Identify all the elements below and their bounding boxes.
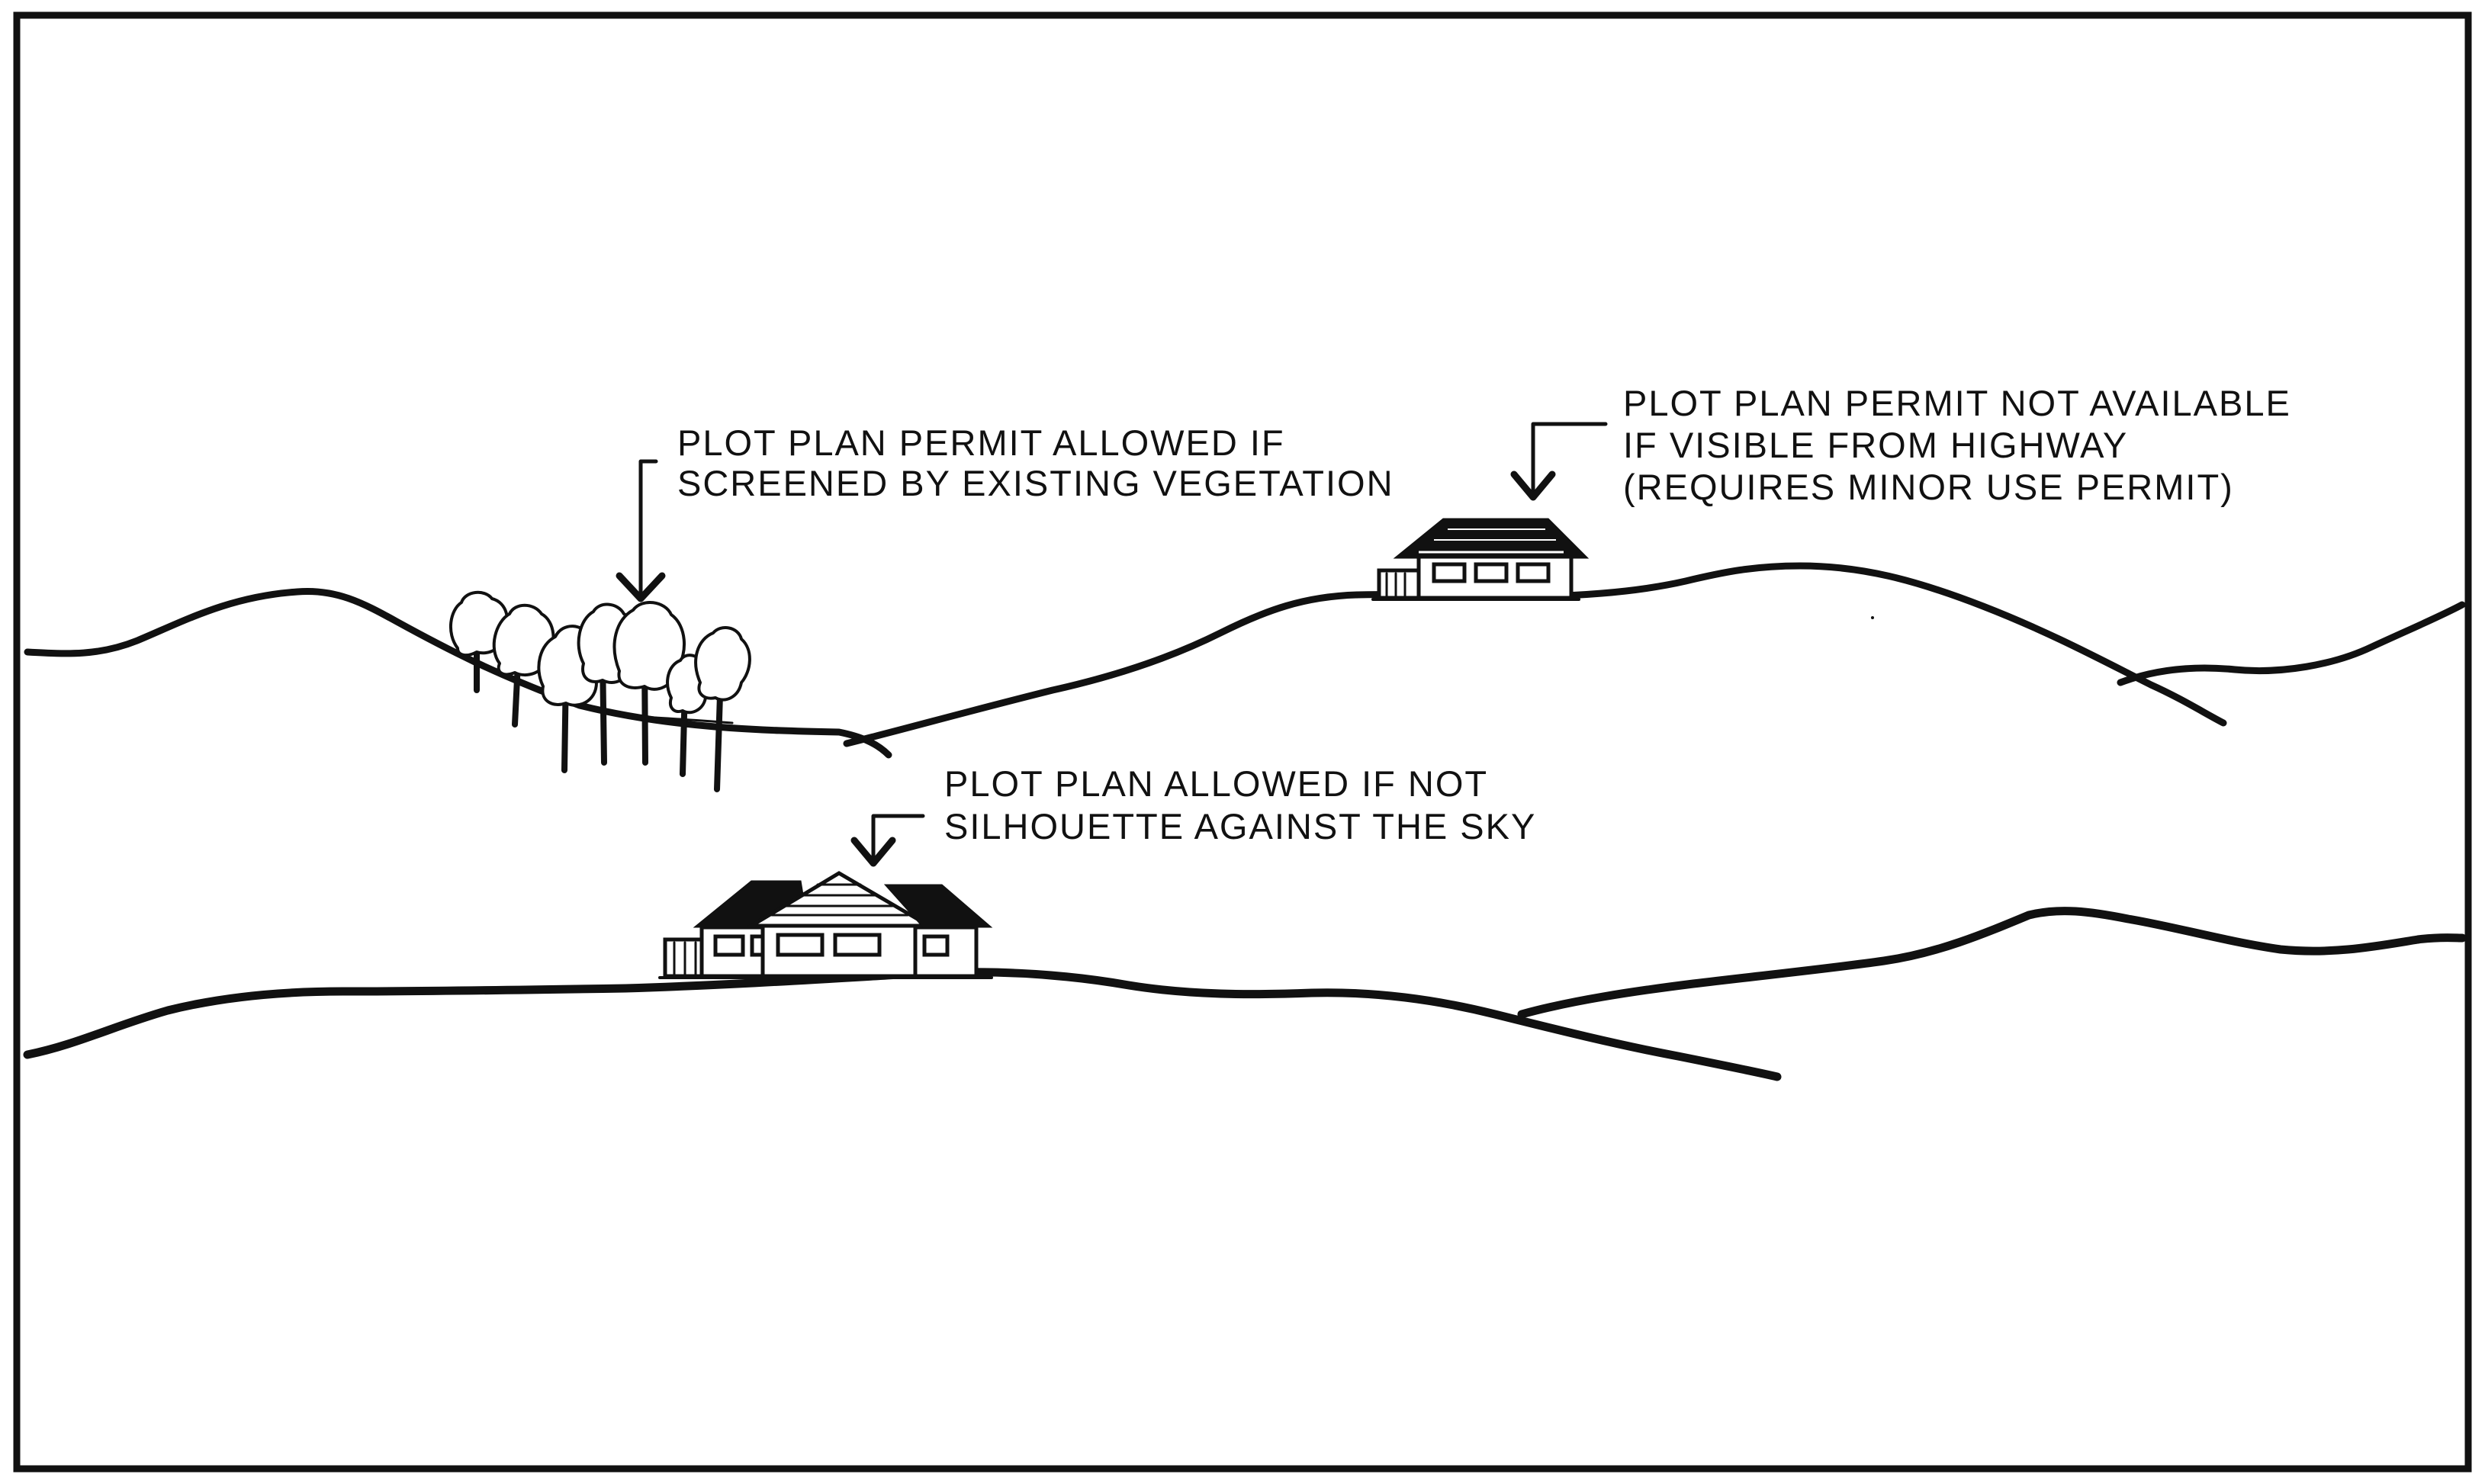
lower-house (658, 871, 993, 979)
tree-icon (612, 600, 686, 766)
house-roof (883, 884, 993, 928)
window (713, 934, 745, 957)
window (1516, 562, 1551, 583)
label-vegetation-line2: SCREENED BY EXISTING VEGETATION (677, 463, 1394, 503)
label-ridgetop-line2: IF VISIBLE FROM HIGHWAY (1623, 425, 2128, 465)
callout-leader (1531, 422, 1608, 498)
house-gable (744, 871, 937, 928)
window (833, 933, 882, 957)
window (776, 933, 825, 957)
window (1432, 562, 1467, 583)
diagram-frame (13, 11, 2472, 1473)
arrow-down-icon (850, 837, 896, 867)
callout-vegetation: PLOT PLAN PERMIT ALLOWED IF SCREENED BY … (616, 422, 1394, 602)
arrow-down-icon (1510, 471, 1556, 501)
tree-ground-line (639, 715, 734, 724)
back-hill-ridge-right (2117, 601, 2466, 686)
callout-leader (638, 459, 658, 597)
tree-icon (694, 626, 751, 792)
callout-lower-house: PLOT PLAN ALLOWED IF NOT SILHOUETTE AGAI… (850, 763, 1536, 867)
label-ridgetop-line1: PLOT PLAN PERMIT NOT AVAILABLE (1623, 383, 2291, 423)
callout-ridgetop-house: PLOT PLAN PERMIT NOT AVAILABLE IF VISIBL… (1510, 383, 2291, 507)
window (922, 934, 950, 957)
window (1474, 562, 1509, 583)
front-hill-ridge-right (1517, 907, 2467, 1019)
label-lower-line2: SILHOUETTE AGAINST THE SKY (944, 806, 1536, 846)
ridgetop-house (1371, 518, 1590, 601)
label-vegetation-line1: PLOT PLAN PERMIT ALLOWED IF (677, 422, 1285, 463)
arrow-down-icon (616, 572, 666, 602)
callout-leader (871, 814, 925, 862)
label-lower-line1: PLOT PLAN ALLOWED IF NOT (944, 763, 1488, 804)
label-ridgetop-line3: (REQUIRES MINOR USE PERMIT) (1623, 467, 2234, 507)
back-hill-ridge-left (24, 587, 892, 759)
tree-cluster (448, 590, 751, 792)
